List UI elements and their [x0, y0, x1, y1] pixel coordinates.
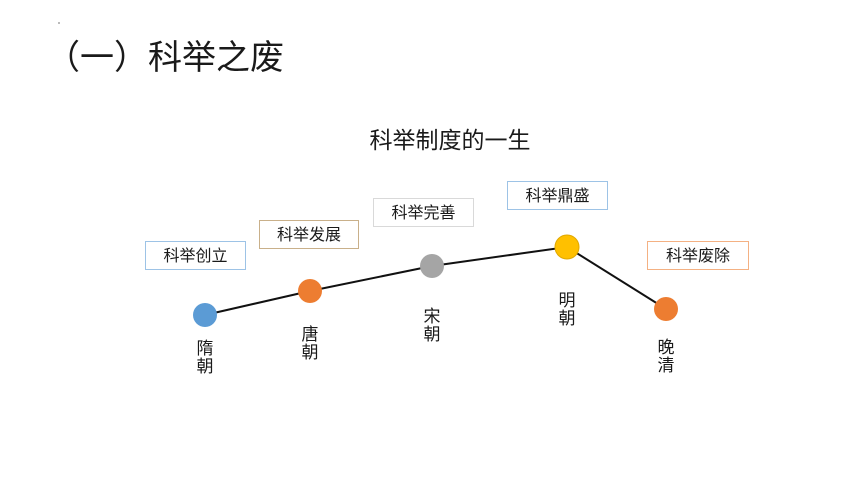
- dynasty-tang: 唐朝: [301, 325, 319, 363]
- dot-sui: [193, 303, 217, 327]
- dot-ming: [554, 234, 580, 260]
- stage-label-ming: 科举鼎盛: [507, 181, 608, 210]
- stage-label-song: 科举完善: [373, 198, 474, 227]
- stage-label-sui: 科举创立: [145, 241, 246, 270]
- dynasty-song: 宋朝: [423, 307, 441, 345]
- dynasty-ming: 明朝: [558, 291, 576, 329]
- dot-song: [420, 254, 444, 278]
- stage-label-tang: 科举发展: [259, 220, 359, 249]
- diagram-title: 科举制度的一生: [369, 128, 531, 154]
- stage-label-late-qing: 科举废除: [647, 241, 749, 270]
- dot-tang: [298, 279, 322, 303]
- dot-late-qing: [654, 297, 678, 321]
- slide-title: （一）科举之废: [46, 38, 284, 78]
- corner-mark: [58, 22, 60, 24]
- dynasty-late-qing: 晚清: [657, 338, 675, 376]
- dynasty-sui: 隋朝: [196, 339, 214, 377]
